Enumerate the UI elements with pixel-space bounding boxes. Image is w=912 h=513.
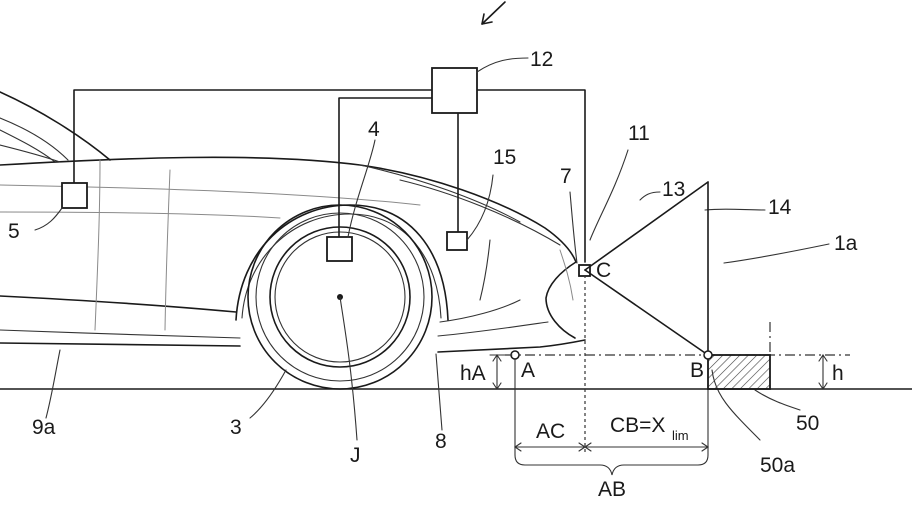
sensor-box-15 <box>446 231 468 251</box>
height-a-dimension <box>489 354 513 390</box>
controller-box <box>431 67 478 114</box>
label-obstacle: 50 <box>796 412 819 435</box>
label-dist-ac: AC <box>536 420 565 443</box>
label-underbody: 9a <box>32 416 56 439</box>
wheel-assembly <box>235 204 449 390</box>
distance-dimensions <box>514 442 709 476</box>
label-dist-ab: AB <box>598 478 626 501</box>
obstacle <box>707 354 771 390</box>
label-controller: 12 <box>530 48 553 71</box>
label-vehicle: 1a <box>834 232 858 255</box>
label-wheel: 3 <box>230 416 242 439</box>
label-point-c: C <box>596 259 611 282</box>
label-beam-edge: 14 <box>768 196 792 219</box>
label-light-source: 11 <box>628 122 650 145</box>
label-bumper: 8 <box>435 430 447 453</box>
label-obstacle-edge: 50a <box>760 454 795 477</box>
point-b-marker <box>703 350 713 360</box>
label-sensor-5: 5 <box>8 220 20 243</box>
label-dist-cb-sub: lim <box>672 428 689 443</box>
direction-arrow <box>481 1 506 25</box>
label-dist-cb: CB=X <box>610 414 665 437</box>
label-sensor-15: 15 <box>493 146 516 169</box>
sensor-box-5 <box>61 182 88 209</box>
label-sensor-7: 7 <box>560 165 572 188</box>
label-height-a: hA <box>460 362 486 385</box>
wiring <box>73 89 586 263</box>
label-ray: 13 <box>662 178 685 201</box>
label-height-obstacle: h <box>832 362 844 385</box>
car-body <box>0 91 586 353</box>
label-point-a: A <box>521 359 535 382</box>
label-sensor-4: 4 <box>368 118 380 141</box>
label-point-b: B <box>690 359 704 382</box>
leader-lines <box>34 57 830 441</box>
light-beam <box>584 181 709 356</box>
height-obstacle-dimension <box>818 354 828 390</box>
label-wheel-center: J <box>350 444 361 467</box>
sensor-box-4 <box>326 236 353 262</box>
